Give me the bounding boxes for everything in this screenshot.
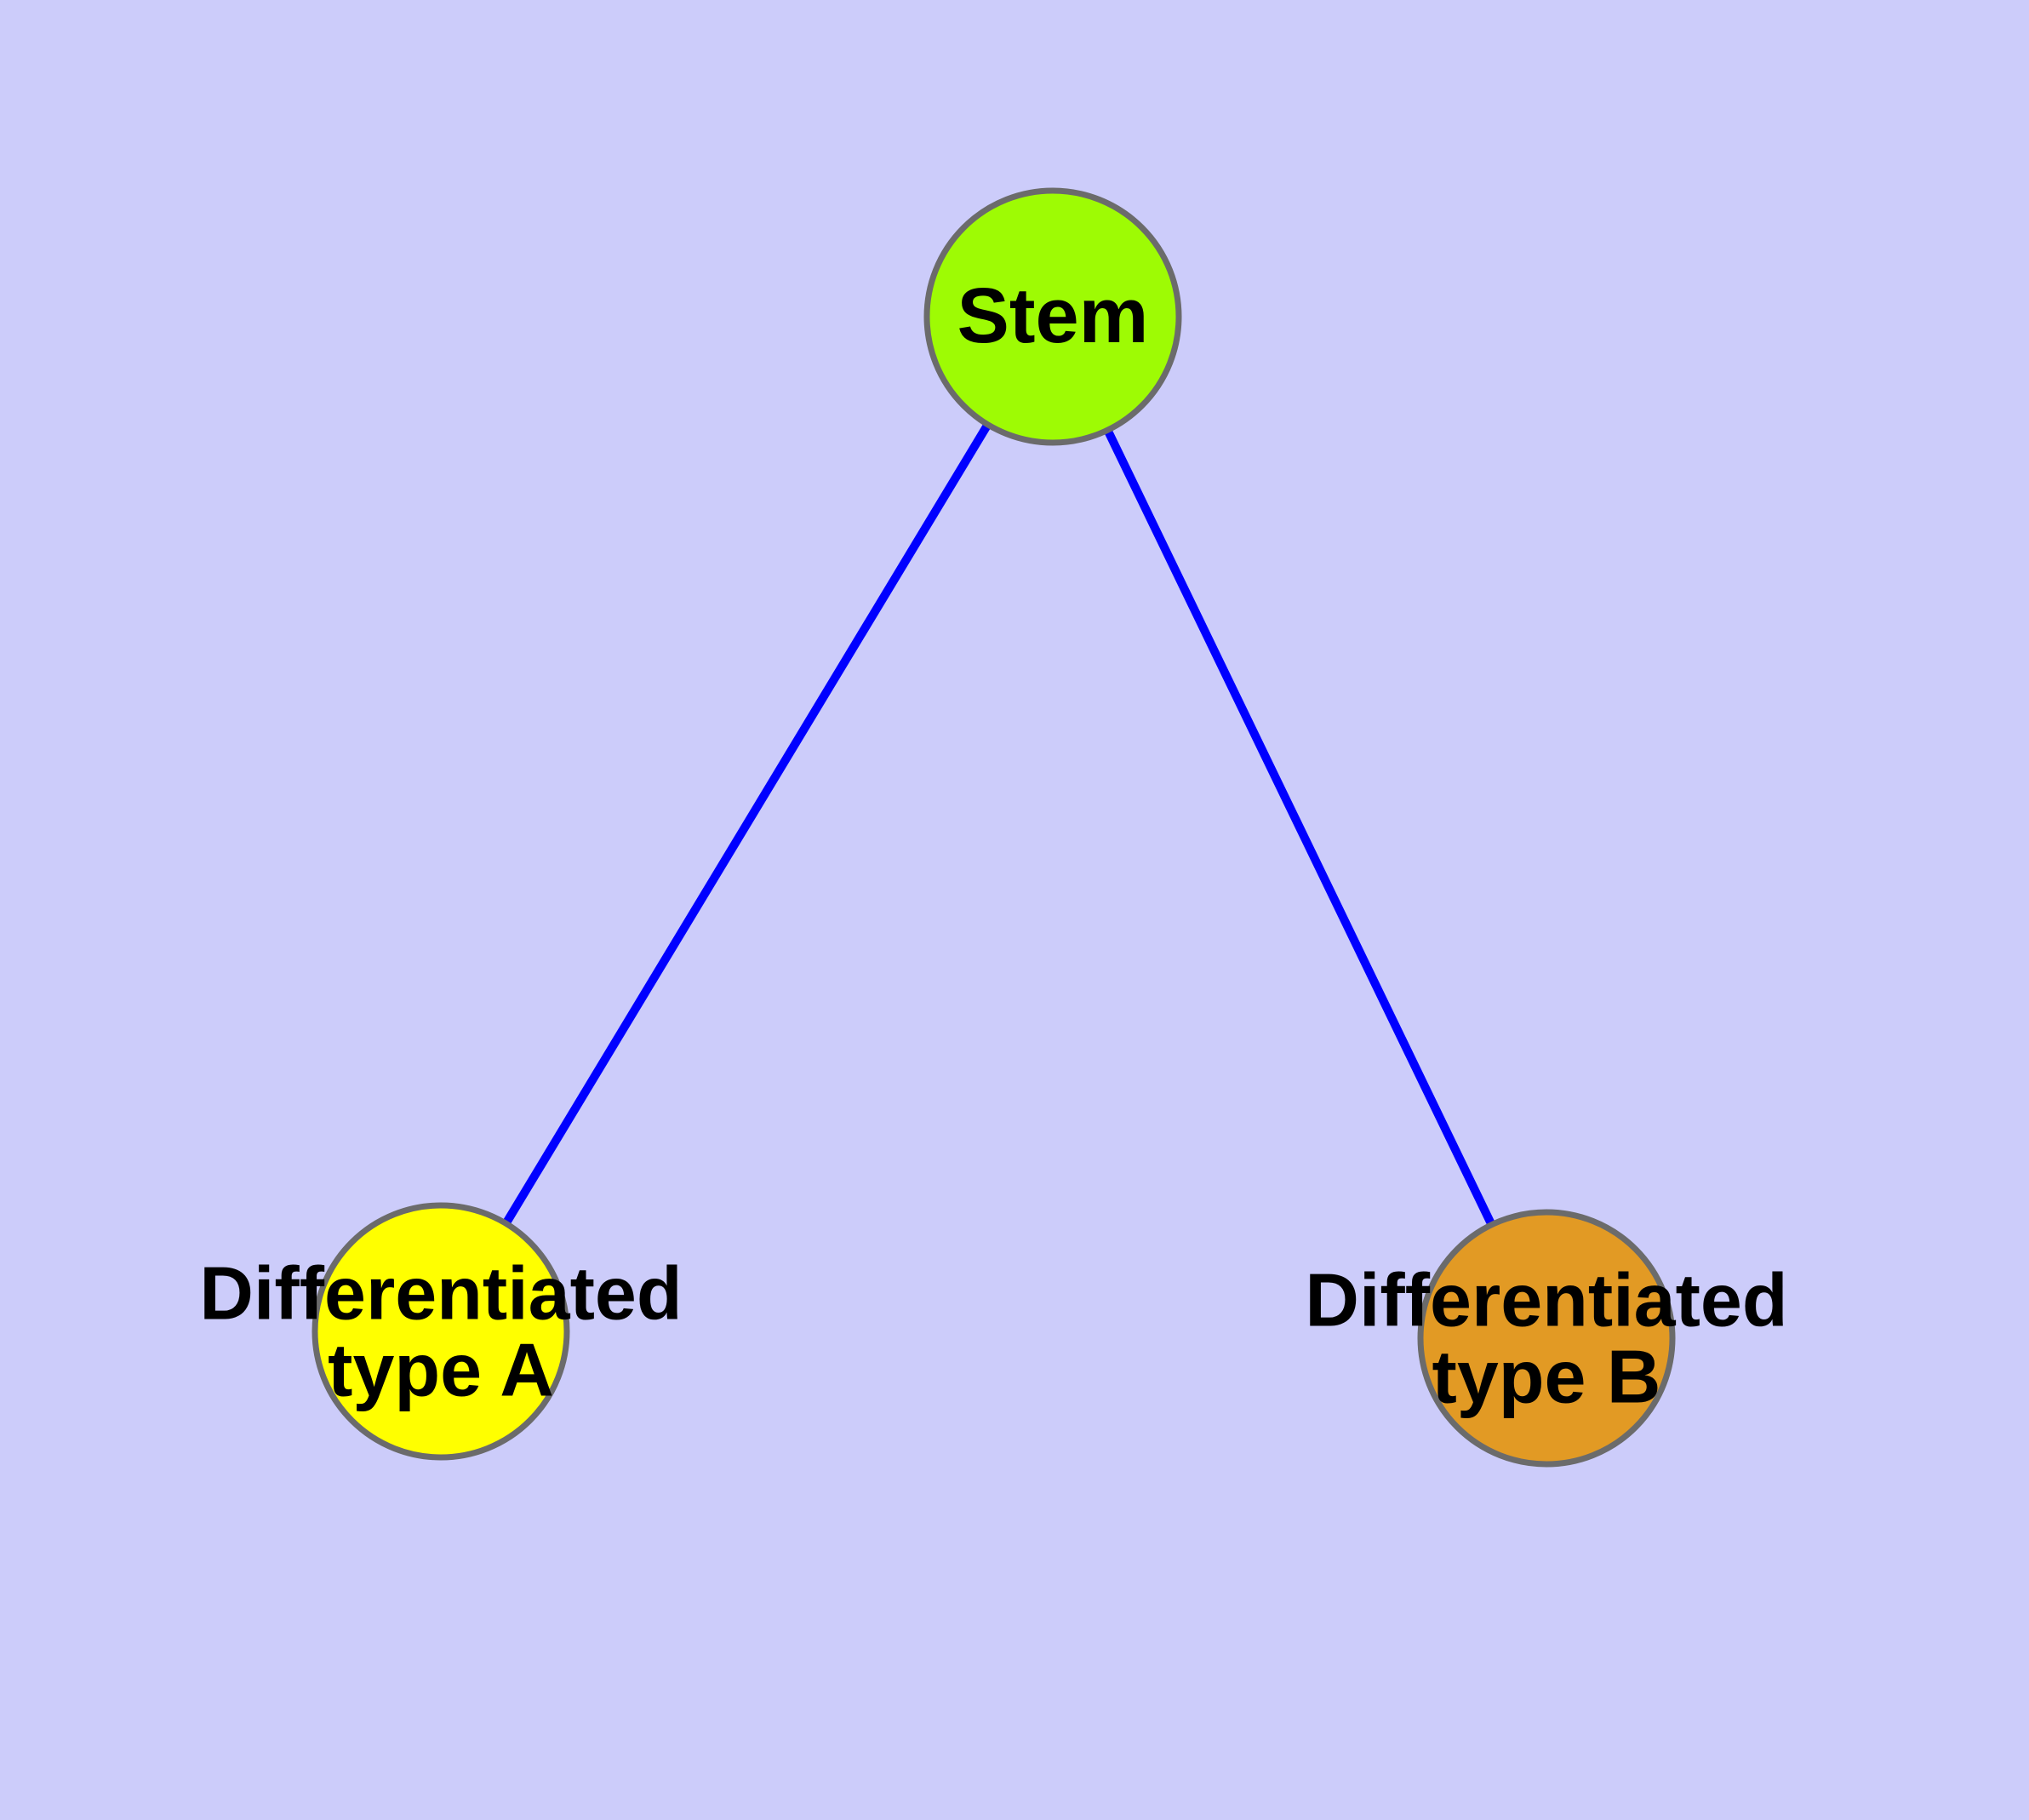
graph-node-diff_b[interactable] (1417, 1209, 1676, 1468)
graph-node-diff_a[interactable] (311, 1202, 570, 1461)
graph-edge (501, 421, 992, 1228)
graph-edge (1103, 426, 1496, 1228)
nodes-layer (311, 187, 1676, 1468)
graph-node-stem[interactable] (923, 187, 1182, 446)
edges-layer (501, 421, 1496, 1228)
